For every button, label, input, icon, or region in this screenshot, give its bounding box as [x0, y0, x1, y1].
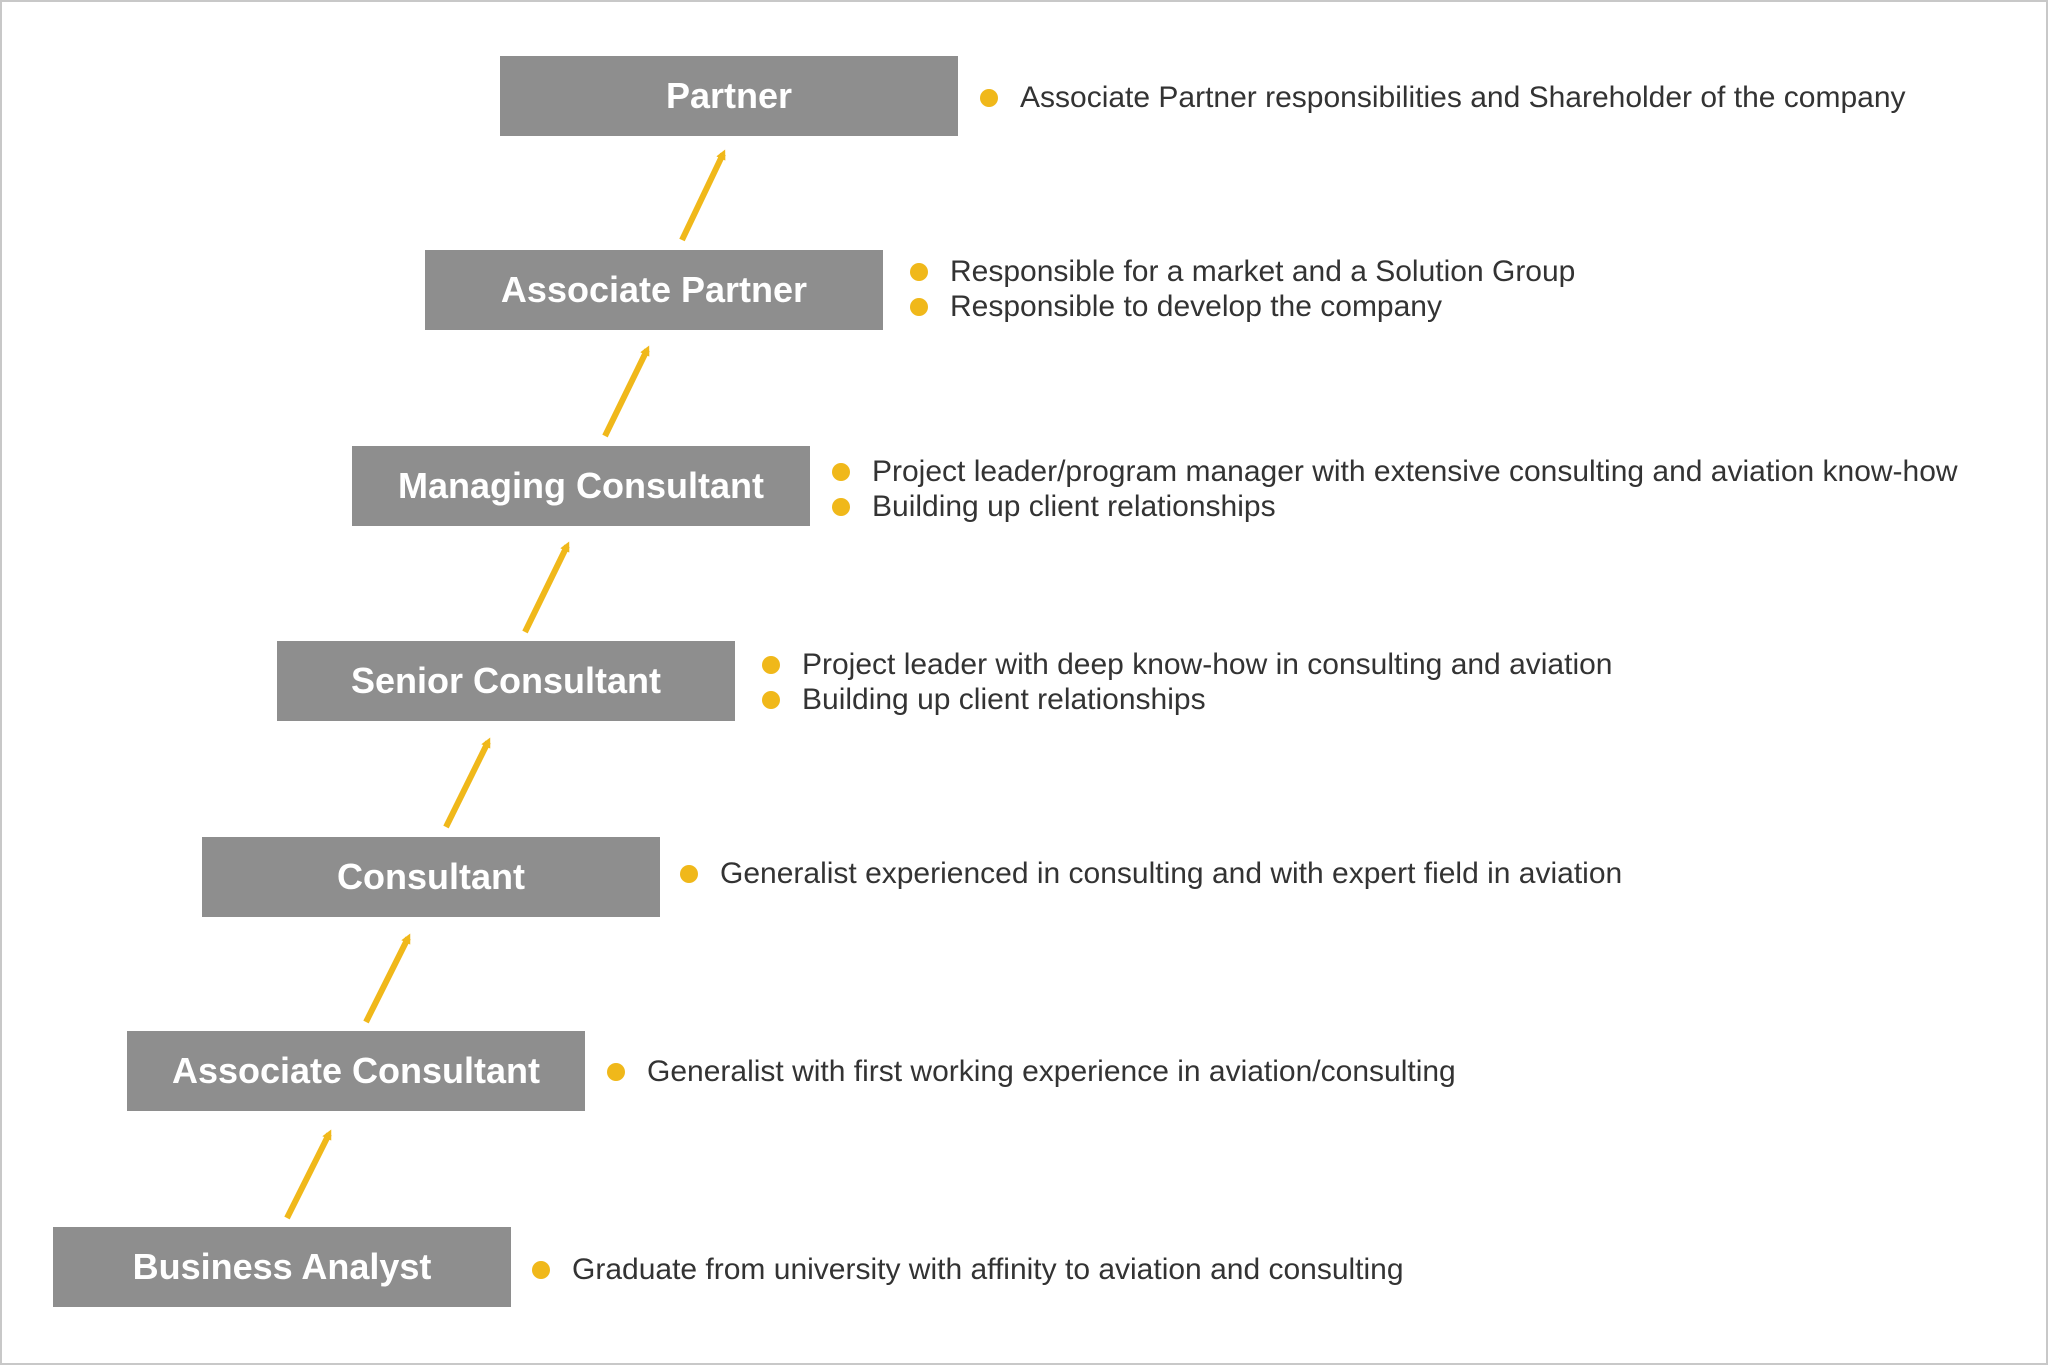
bullet-item: Generalist experienced in consulting and… — [680, 856, 1622, 891]
bullet-item: Responsible for a market and a Solution … — [910, 254, 1575, 289]
level-title: Senior Consultant — [350, 660, 661, 701]
level-bullets-senior-consultant: Project leader with deep know-how in con… — [762, 647, 1612, 717]
level-title: Business Analyst — [132, 1246, 432, 1287]
bullet-dot-icon — [762, 691, 780, 709]
level-box-consultant: Consultant — [202, 837, 660, 917]
level-bullets-partner: Associate Partner responsibilities and S… — [980, 80, 1906, 115]
bullet-dot-icon — [680, 865, 698, 883]
bullet-text: Responsible for a market and a Solution … — [950, 255, 1576, 288]
bullet-dot-icon — [832, 463, 850, 481]
bullet-item: Project leader/program manager with exte… — [832, 454, 1958, 489]
bullet-item: Associate Partner responsibilities and S… — [980, 80, 1906, 115]
level-box-partner: Partner — [500, 56, 958, 136]
bullet-text: Generalist with first working experience… — [647, 1055, 1456, 1088]
arrow-up-icon — [363, 933, 411, 1024]
level-title: Associate Consultant — [171, 1050, 541, 1091]
arrow-up-icon — [602, 345, 650, 438]
bullet-item: Graduate from university with affinity t… — [532, 1252, 1404, 1287]
bullet-dot-icon — [910, 263, 928, 281]
bullet-item: Responsible to develop the company — [910, 289, 1575, 324]
bullet-text: Building up client relationships — [802, 683, 1206, 716]
level-bullets-associate-partner: Responsible for a market and a Solution … — [910, 254, 1575, 324]
arrow-up-icon — [443, 737, 491, 829]
level-title: Partner — [665, 75, 793, 116]
bullet-item: Project leader with deep know-how in con… — [762, 647, 1612, 682]
level-box-associate-consultant: Associate Consultant — [127, 1031, 585, 1111]
level-bullets-managing-consultant: Project leader/program manager with exte… — [832, 454, 1958, 524]
bullet-text: Project leader with deep know-how in con… — [802, 648, 1613, 681]
level-title: Managing Consultant — [398, 465, 764, 506]
bullet-item: Generalist with first working experience… — [607, 1054, 1456, 1089]
level-title: Associate Partner — [500, 269, 808, 310]
level-box-business-analyst: Business Analyst — [53, 1227, 511, 1307]
arrow-up-icon — [284, 1129, 332, 1220]
bullet-dot-icon — [762, 656, 780, 674]
bullet-dot-icon — [980, 89, 998, 107]
level-title: Consultant — [337, 856, 525, 897]
level-box-associate-partner: Associate Partner — [425, 250, 883, 330]
bullet-item: Building up client relationships — [762, 682, 1612, 717]
bullet-text: Associate Partner responsibilities and S… — [1020, 81, 1906, 114]
bullet-item: Building up client relationships — [832, 489, 1958, 524]
bullet-text: Project leader/program manager with exte… — [872, 455, 1958, 488]
level-box-senior-consultant: Senior Consultant — [277, 641, 735, 721]
level-bullets-business-analyst: Graduate from university with affinity t… — [532, 1252, 1404, 1287]
bullet-text: Graduate from university with affinity t… — [572, 1253, 1404, 1286]
bullet-dot-icon — [532, 1261, 550, 1279]
bullet-text: Responsible to develop the company — [950, 290, 1442, 323]
bullet-text: Generalist experienced in consulting and… — [720, 857, 1623, 890]
bullet-dot-icon — [832, 498, 850, 516]
bullet-text: Building up client relationships — [872, 490, 1276, 523]
arrow-up-icon — [522, 541, 570, 634]
arrow-up-icon — [679, 149, 726, 242]
bullet-dot-icon — [910, 298, 928, 316]
level-bullets-consultant: Generalist experienced in consulting and… — [680, 856, 1622, 891]
level-bullets-associate-consultant: Generalist with first working experience… — [607, 1054, 1456, 1089]
bullet-dot-icon — [607, 1063, 625, 1081]
level-box-managing-consultant: Managing Consultant — [352, 446, 810, 526]
